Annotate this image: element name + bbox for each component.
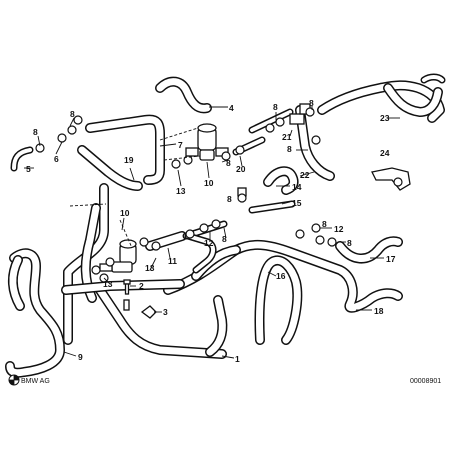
callout-4: 4: [229, 103, 234, 113]
callout-10b: 10: [120, 208, 130, 218]
drawing-number: 00008901: [410, 378, 441, 385]
callout-17: 17: [386, 254, 396, 264]
callout-18: 18: [374, 306, 384, 316]
callout-10a: 10: [204, 178, 214, 188]
callout-12a: 12: [204, 238, 214, 248]
callout-13b: 13: [145, 263, 155, 273]
callout-21: 21: [282, 132, 292, 142]
callout-5: 5: [26, 164, 31, 174]
callout-16: 16: [276, 271, 286, 281]
hose-group: [5, 73, 446, 378]
callout-7: 7: [178, 140, 183, 150]
callout-2: 2: [139, 281, 144, 291]
callout-20: 20: [236, 164, 246, 174]
callout-1: 1: [235, 354, 240, 364]
bmw-logo: BMW AG: [8, 374, 50, 386]
callout-3: 3: [163, 307, 168, 317]
valve-10: [185, 123, 229, 161]
bracket-24: [371, 167, 411, 191]
clip-3: [140, 305, 157, 319]
callout-8c: 8: [273, 102, 278, 112]
callout-23: 23: [380, 113, 390, 123]
callout-8e: 8: [226, 158, 231, 168]
logo-text: BMW AG: [21, 378, 50, 385]
dashed-links: [69, 127, 201, 249]
leader-lines: [24, 106, 400, 359]
callout-8i: 8: [322, 219, 327, 229]
callout-24: 24: [380, 148, 390, 158]
callout-labels: 1 2 3 4 5 6 7 8 8 8 8 8 8 8 8 8 8 9 10 1…: [26, 98, 396, 364]
callout-6: 6: [54, 154, 59, 164]
callout-22: 22: [300, 170, 310, 180]
callout-8j: 8: [347, 238, 352, 248]
callout-8h: 8: [222, 234, 227, 244]
callout-8f: 8: [287, 144, 292, 154]
callout-19: 19: [124, 155, 134, 165]
callout-9: 9: [78, 352, 83, 362]
callout-11: 11: [168, 256, 177, 266]
callout-13c: 13: [103, 279, 113, 289]
callout-8g: 8: [227, 194, 232, 204]
callout-8d: 8: [309, 98, 314, 108]
callout-8a: 8: [33, 127, 38, 137]
callout-13a: 13: [176, 186, 186, 196]
callout-12b: 12: [334, 224, 344, 234]
callout-15: 15: [292, 198, 302, 208]
callout-14: 14: [292, 182, 302, 192]
screw-2: [123, 279, 131, 295]
callout-8b: 8: [70, 109, 75, 119]
